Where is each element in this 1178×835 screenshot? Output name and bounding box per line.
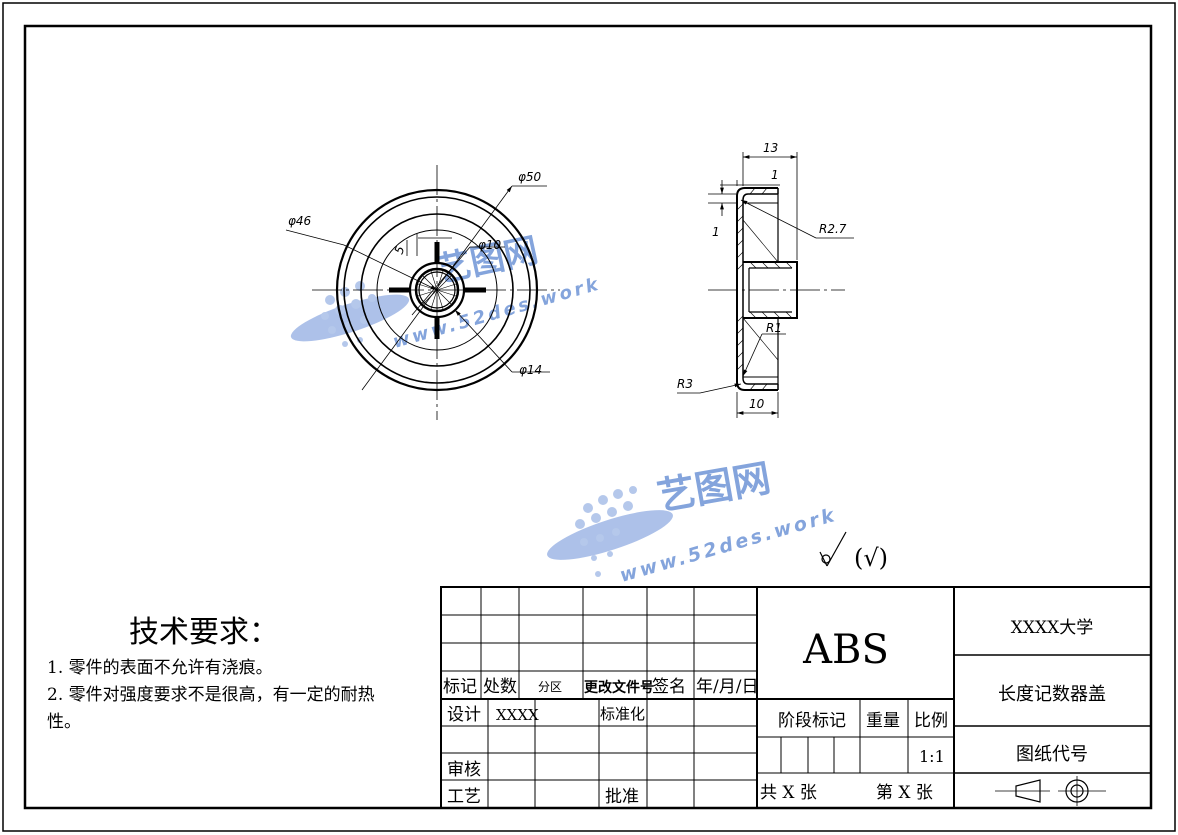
dim-d10: φ10	[478, 238, 502, 252]
tb-approve: 批准	[605, 787, 639, 807]
tb-process: 工艺	[447, 787, 481, 807]
tb-mark: 标记	[443, 677, 477, 697]
tb-standardize: 标准化	[600, 705, 645, 723]
tech-req-item-1: 1. 零件的表面不允许有浇痕。	[47, 658, 273, 678]
dim-w13: 13	[763, 141, 778, 155]
section-view	[677, 152, 854, 418]
tb-date: 年/月/日	[696, 677, 758, 697]
tb-design: 设计	[447, 705, 481, 725]
tb-sheet-total: 共 X 张	[760, 783, 817, 803]
tech-req-title: 技术要求：	[129, 615, 279, 650]
roughness-note: (√)	[854, 544, 888, 572]
tb-zone: 分区	[538, 680, 562, 694]
tb-signature: 签名	[652, 677, 686, 697]
tb-stage-mark: 阶段标记	[778, 711, 846, 731]
tb-part-name: 长度记数器盖	[998, 684, 1106, 705]
projection-symbol-icon	[995, 776, 1106, 806]
dim-r1: R1	[766, 321, 782, 335]
dim-h1: 1	[712, 225, 720, 239]
tb-weight: 重量	[866, 711, 900, 731]
dim-five: 5	[392, 244, 408, 256]
watermark-upper: 艺图网 www.52des.work	[290, 230, 603, 353]
front-view	[285, 165, 560, 420]
dim-d46: φ46	[288, 214, 312, 228]
dim-r27: R2.7	[819, 222, 847, 236]
tb-sheet-no: 第 X 张	[876, 783, 933, 803]
dim-d50: φ50	[518, 170, 542, 184]
tb-review: 审核	[447, 760, 481, 780]
tb-designer: XXXX	[496, 706, 539, 724]
tb-school: XXXX大学	[1011, 618, 1093, 638]
tech-req-item-2: 2. 零件对强度要求不是很高，有一定的耐热	[47, 685, 375, 705]
dim-r3: R3	[677, 377, 693, 391]
tb-change-doc: 更改文件号	[584, 679, 654, 696]
tb-material: ABS	[802, 627, 889, 673]
tb-count: 处数	[483, 677, 517, 697]
tb-scale-value: 1:1	[919, 747, 945, 766]
dim-w10: 10	[749, 397, 765, 411]
watermark-lower: 艺图网 www.52des.work	[547, 456, 839, 587]
watermark-brand-lower: 艺图网	[654, 456, 774, 519]
dim-w1: 1	[771, 168, 779, 182]
title-block	[440, 586, 1152, 809]
tech-req-item-3: 性。	[47, 712, 81, 732]
dim-d14: φ14	[519, 363, 542, 377]
tb-scale-label: 比例	[914, 711, 948, 731]
roughness-symbol	[819, 531, 847, 567]
tb-drawing-code-label: 图纸代号	[1016, 744, 1088, 765]
